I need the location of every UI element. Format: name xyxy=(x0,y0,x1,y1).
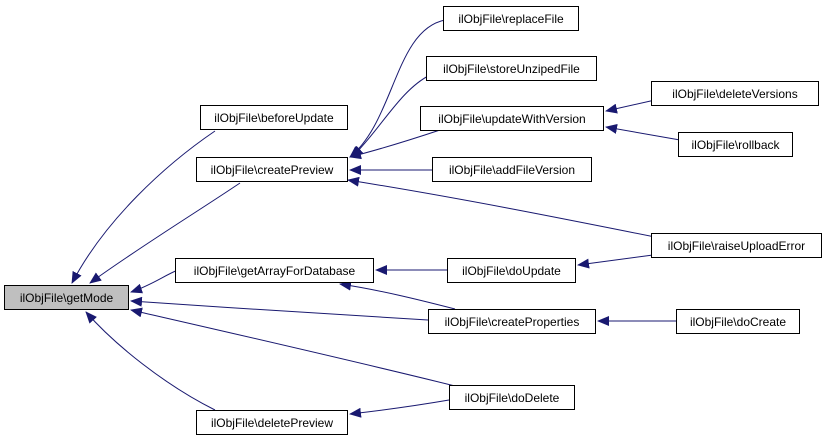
edge-raiseUploadError-to-createPreview xyxy=(347,176,661,239)
node-addFileVersion[interactable]: ilObjFile\addFileVersion xyxy=(432,157,592,182)
edge-updateWithVersion-to-createPreview xyxy=(349,129,441,160)
node-doUpdate[interactable]: ilObjFile\doUpdate xyxy=(447,258,576,283)
node-storeUnzipedFile[interactable]: ilObjFile\storeUnzipedFile xyxy=(426,56,597,81)
node-deletePreview[interactable]: ilObjFile\deletePreview xyxy=(196,410,348,435)
edge-createProperties-to-getMode xyxy=(130,296,429,321)
edge-doDelete-to-deletePreview xyxy=(349,399,450,418)
node-doCreate[interactable]: ilObjFile\doCreate xyxy=(676,309,800,334)
node-createProperties[interactable]: ilObjFile\createProperties xyxy=(428,309,596,334)
edge-doDelete-to-getMode xyxy=(130,307,456,387)
edge-createProperties-to-getArrayForDatabase xyxy=(339,280,456,310)
edge-rollback-to-updateWithVersion xyxy=(605,123,681,141)
edge-replaceFile-to-createPreview xyxy=(349,19,446,158)
edge-deletePreview-to-getMode xyxy=(85,311,216,411)
edge-deleteVersions-to-updateWithVersion xyxy=(605,99,656,114)
node-getArrayForDatabase[interactable]: ilObjFile\getArrayForDatabase xyxy=(175,258,374,283)
node-doDelete[interactable]: ilObjFile\doDelete xyxy=(449,385,575,410)
node-getMode: ilObjFile\getMode xyxy=(4,285,129,310)
node-replaceFile[interactable]: ilObjFile\replaceFile xyxy=(443,6,579,31)
node-createPreview[interactable]: ilObjFile\createPreview xyxy=(196,157,348,182)
edge-raiseUploadError-to-doUpdate xyxy=(577,254,654,269)
edge-getArrayForDatabase-to-getMode xyxy=(130,269,179,294)
edge-beforeUpdate-to-getMode xyxy=(71,130,216,284)
edge-createPreview-to-getMode xyxy=(89,182,241,284)
node-raiseUploadError[interactable]: ilObjFile\raiseUploadError xyxy=(651,233,822,258)
node-rollback[interactable]: ilObjFile\rollback xyxy=(678,132,793,157)
node-deleteVersions[interactable]: ilObjFile\deleteVersions xyxy=(651,81,819,106)
node-beforeUpdate[interactable]: ilObjFile\beforeUpdate xyxy=(200,105,348,130)
edge-storeUnzipedFile-to-createPreview xyxy=(351,74,431,158)
node-updateWithVersion[interactable]: ilObjFile\updateWithVersion xyxy=(420,106,604,131)
